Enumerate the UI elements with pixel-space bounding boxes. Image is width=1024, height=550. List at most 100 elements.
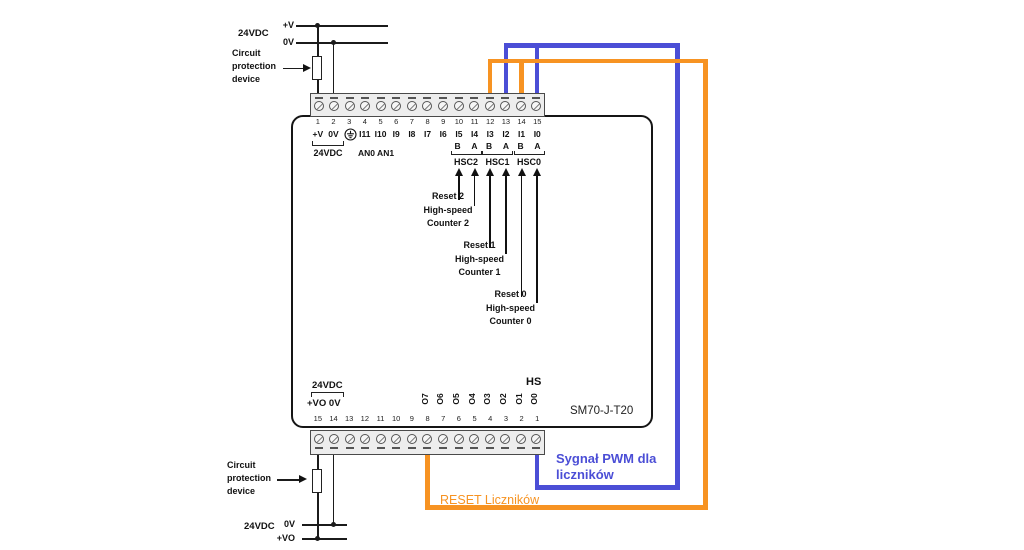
output-label: O4 — [466, 393, 477, 405]
pwm-annotation-line1: Sygnał PWM dla — [556, 451, 657, 466]
protection-arrow-line — [277, 479, 299, 481]
device-model-label: SM70-J-T20 — [570, 405, 634, 417]
terminal-number: 11 — [470, 117, 479, 126]
terminal-dash — [345, 97, 354, 99]
terminal-screw-icon — [344, 101, 355, 111]
counter1-label-block: Reset 1 High-speed Counter 1 — [449, 239, 511, 280]
terminal-screw-icon — [438, 434, 449, 444]
terminal-screw-icon — [531, 434, 542, 444]
terminal-number: 13 — [501, 117, 511, 126]
pwm-wire-stub-o0 — [534, 455, 540, 490]
output-label-cell: O1 — [511, 387, 527, 411]
terminal-screw-icon — [422, 101, 433, 111]
reset-wire-bottom-horizontal — [425, 505, 708, 510]
terminal-cell — [466, 431, 482, 454]
terminal-number: 2 — [331, 117, 336, 126]
hsc0-a-label: A — [534, 141, 541, 151]
terminal-screw-icon — [406, 434, 417, 444]
terminal-number: 1 — [315, 117, 320, 126]
terminal-number: 13 — [345, 414, 354, 423]
terminal-name: +V — [312, 129, 324, 139]
junction-dot — [315, 23, 321, 29]
up-arrow-icon — [517, 168, 526, 176]
terminal-dash — [423, 447, 432, 449]
terminal-dash — [454, 447, 463, 449]
terminal-dash — [376, 447, 385, 449]
terminal-dash — [376, 97, 385, 99]
reset2-label: Reset 2 — [431, 191, 465, 201]
terminal15-feed-wire — [317, 455, 319, 538]
protection-line: device — [227, 486, 256, 496]
terminal-name: I8 — [408, 129, 416, 139]
up-arrow-icon — [501, 168, 510, 176]
top-supply-label: 24VDC — [238, 28, 269, 39]
terminal-dash — [361, 97, 370, 99]
terminal-dash — [470, 97, 479, 99]
terminal-cell — [528, 94, 544, 116]
terminal-number: 11 — [376, 414, 385, 423]
terminal-cell — [451, 94, 467, 116]
terminal-number: 5 — [378, 117, 383, 126]
terminal-number: 4 — [488, 414, 493, 423]
reset1-label: Reset 1 — [463, 240, 496, 250]
terminal-number: 15 — [533, 117, 542, 126]
terminal-name: I10 — [374, 129, 387, 139]
terminal-number: 6 — [456, 414, 461, 423]
bottom-zero-v-line — [302, 524, 347, 526]
counter2-line2: Counter 2 — [426, 218, 469, 228]
terminal-name: I5 — [455, 129, 463, 139]
junction-dot — [331, 522, 336, 528]
terminal-cell — [389, 431, 405, 454]
terminal-number: 14 — [329, 414, 338, 423]
junction-dot — [315, 536, 321, 542]
terminal-dash — [532, 447, 541, 449]
hsc1-count-arrow — [505, 176, 507, 254]
plc-device-body — [291, 115, 653, 428]
terminal-number: 3 — [503, 414, 508, 423]
terminal-dash — [345, 447, 354, 449]
vo-bracket — [311, 392, 344, 397]
reset-wire-stub-i3 — [487, 58, 493, 94]
terminal-cell — [342, 94, 358, 116]
top-zero-v-label: 0V — [282, 37, 294, 47]
hsc2-a-label: A — [471, 141, 478, 151]
terminal-number: 6 — [394, 117, 399, 126]
pwm-annotation: Sygnał PWM dla liczników — [556, 451, 656, 482]
bottom-terminal-strip — [310, 430, 545, 455]
terminal-cell — [404, 431, 420, 454]
bottom-protection-label: Circuit protection device — [227, 459, 271, 498]
pwm-wire-right-vertical — [675, 43, 680, 490]
top-protection-label: Circuit protection device — [232, 47, 276, 86]
terminal-dash — [485, 97, 494, 99]
terminal14-feed-wire — [332, 455, 335, 524]
counter1-line1: High-speed — [454, 253, 504, 264]
terminal-cell — [420, 94, 436, 116]
terminal-name: I9 — [392, 129, 400, 139]
terminal-cell — [451, 431, 467, 454]
fuse-symbol — [312, 469, 323, 493]
terminal-cell — [373, 94, 389, 116]
output-label-cell: O5 — [448, 387, 464, 411]
terminal-cell — [311, 94, 327, 116]
terminal-screw-icon — [469, 101, 480, 111]
terminal-number: 8 — [425, 414, 430, 423]
counter0-line1: High-speed — [485, 302, 535, 313]
terminal-dash — [330, 97, 339, 99]
terminal-screw-icon — [329, 101, 340, 111]
reset-wire-stub-o7 — [425, 455, 430, 510]
output-label-cell: O2 — [495, 387, 511, 411]
terminal-screw-icon — [313, 434, 324, 444]
terminal-dash — [485, 447, 494, 449]
terminal-dash — [361, 447, 370, 449]
hsc2-bracket — [450, 151, 482, 155]
terminal-screw-icon — [422, 434, 433, 444]
terminal-dash — [532, 97, 541, 99]
output-label: O1 — [513, 393, 524, 405]
terminal-cell — [513, 94, 529, 116]
terminal-screw-icon — [531, 101, 542, 111]
